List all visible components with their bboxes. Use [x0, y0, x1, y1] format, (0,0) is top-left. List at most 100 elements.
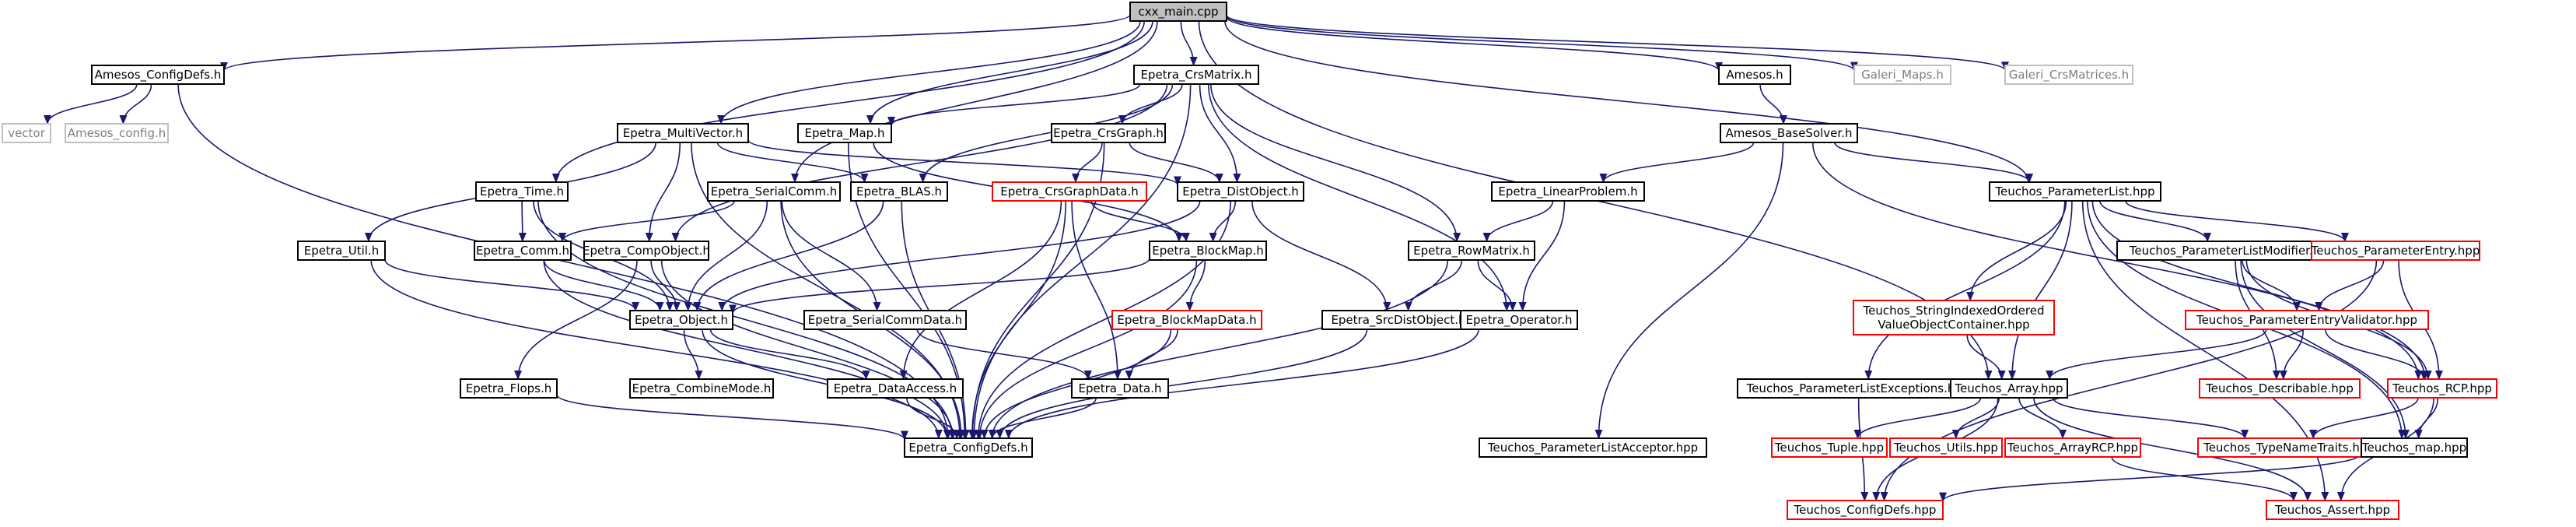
node-epetra_combinemode[interactable]: Epetra_CombineMode.h: [629, 378, 774, 399]
edge-epetra_crsgraph-to-epetra_distobject: [1129, 142, 1223, 183]
node-label: Epetra_CrsGraphData.h: [1000, 184, 1139, 199]
node-teuchos_assert[interactable]: Teuchos_Assert.hpp: [2266, 500, 2399, 520]
node-label: Epetra_Object.h: [635, 313, 728, 328]
node-teuchos_paramlistexceptions[interactable]: Teuchos_ParameterListExceptions.hpp: [1737, 378, 1979, 399]
node-epetra_blockmapdata[interactable]: Epetra_BlockMapData.h: [1111, 310, 1262, 330]
node-box: [65, 123, 169, 143]
node-box: [2004, 437, 2141, 458]
node-teuchos_stringindexed[interactable]: Teuchos_StringIndexedOrderedValueObjectC…: [1853, 300, 2055, 336]
edge-teuchos_parameterlist-to-teuchos_paramlistexceptions: [1864, 200, 2066, 380]
node-epetra_object[interactable]: Epetra_Object.h: [629, 310, 733, 330]
edge-epetra_distobject-to-epetra_srcdistobject: [1251, 200, 1391, 311]
node-epetra_crsmatrix[interactable]: Epetra_CrsMatrix.h: [1133, 65, 1259, 85]
edge-epetra_util-to-epetra_object: [384, 259, 639, 311]
node-epetra_rowmatrix[interactable]: Epetra_RowMatrix.h: [1408, 241, 1535, 261]
edge-epetra_crsmatrix-to-epetra_blas: [919, 83, 1174, 183]
node-cxx_main[interactable]: cxx_main.cpp: [1129, 2, 1227, 22]
node-epetra_data[interactable]: Epetra_Data.h: [1071, 378, 1169, 399]
node-label: Epetra_Operator.h: [1465, 313, 1572, 328]
node-teuchos_configdefs[interactable]: Teuchos_ConfigDefs.hpp: [1787, 500, 1944, 520]
node-amesos_configdefs[interactable]: Amesos_ConfigDefs.h: [91, 65, 225, 85]
edge-epetra_crsmatrix-to-epetra_distobject: [1199, 83, 1241, 183]
node-epetra_multivector[interactable]: Epetra_MultiVector.h: [617, 123, 749, 143]
edge-epetra_crsgraphdata-to-epetra_data: [1071, 200, 1122, 380]
node-galeri_maps: Galeri_Maps.h: [1853, 65, 1951, 85]
edge-cxx_main-to-epetra_time: [551, 20, 1145, 183]
node-teuchos_paramlistacceptor[interactable]: Teuchos_ParameterListAcceptor.hpp: [1479, 437, 1707, 458]
node-label: Epetra_Comm.h: [476, 244, 569, 258]
edge-epetra_comm-to-epetra_configdefs: [543, 259, 951, 439]
node-teuchos_parameterlist[interactable]: Teuchos_ParameterList.hpp: [1989, 181, 2161, 202]
node-box: [2266, 500, 2399, 520]
node-label: Amesos_BaseSolver.h: [1726, 126, 1853, 141]
node-epetra_operator[interactable]: Epetra_Operator.h: [1460, 310, 1578, 330]
node-epetra_crsgraphdata[interactable]: Epetra_CrsGraphData.h: [992, 181, 1147, 202]
node-epetra_blas[interactable]: Epetra_BLAS.h: [850, 181, 948, 202]
node-epetra_blockmap[interactable]: Epetra_BlockMap.h: [1149, 241, 1267, 261]
edge-epetra_compobject-to-epetra_configdefs: [660, 259, 957, 439]
node-amesos_basesolver[interactable]: Amesos_BaseSolver.h: [1720, 123, 1858, 143]
edge-epetra_crsgraphdata-to-epetra_blockmap: [1090, 200, 1190, 242]
node-epetra_serialcomm[interactable]: Epetra_SerialComm.h: [707, 181, 841, 202]
node-box: [1111, 310, 1262, 330]
node-box: [1950, 378, 2068, 399]
edge-teuchos_parameterlist-to-teuchos_paramlistmodifier: [2099, 200, 2212, 242]
node-label: Galeri_Maps.h: [1861, 68, 1944, 83]
edge-epetra_multivector-to-epetra_blas: [716, 142, 869, 183]
node-teuchos_parameterentry[interactable]: Teuchos_ParameterEntry.hpp: [2311, 241, 2480, 261]
node-label: Epetra_Flops.h: [466, 381, 552, 396]
edge-epetra_rowmatrix-to-epetra_configdefs: [988, 259, 1449, 439]
edge-epetra_blockmap-to-epetra_configdefs: [975, 259, 1198, 439]
node-teuchos_paramlistmodifier[interactable]: Teuchos_ParameterListModifier.hpp: [2116, 241, 2348, 261]
node-teuchos_arrayrcp[interactable]: Teuchos_ArrayRCP.hpp: [2004, 437, 2141, 458]
edge-epetra_serialcomm-to-epetra_serialcommdata: [781, 200, 881, 311]
node-epetra_comm[interactable]: Epetra_Comm.h: [474, 241, 572, 261]
node-epetra_util[interactable]: Epetra_Util.h: [297, 241, 386, 261]
node-label: Amesos.h: [1726, 68, 1783, 82]
node-amesos_h[interactable]: Amesos.h: [1718, 65, 1791, 85]
edge-epetra_blockmap-to-epetra_blockmapdata: [1185, 259, 1206, 311]
node-box: [1177, 181, 1304, 202]
node-epetra_distobject[interactable]: Epetra_DistObject.h: [1177, 181, 1304, 202]
node-teuchos_rcp[interactable]: Teuchos_RCP.hpp: [2387, 378, 2497, 399]
edge-epetra_crsgraph-to-epetra_crsgraphdata: [1072, 142, 1103, 183]
node-label: Teuchos_ParameterEntry.hpp: [2311, 244, 2480, 258]
node-epetra_time[interactable]: Epetra_Time.h: [475, 181, 569, 202]
node-epetra_serialcommdata[interactable]: Epetra_SerialCommData.h: [803, 310, 967, 330]
node-epetra_srcdistobject[interactable]: Epetra_SrcDistObject.h: [1321, 310, 1475, 330]
node-teuchos_paramentryvalidator[interactable]: Teuchos_ParameterEntryValidator.hpp: [2185, 310, 2429, 330]
node-epetra_flops[interactable]: Epetra_Flops.h: [460, 378, 558, 399]
edge-amesos_basesolver-to-teuchos_parameterlist: [1834, 142, 2034, 183]
node-epetra_configdefs[interactable]: Epetra_ConfigDefs.h: [904, 437, 1033, 458]
node-teuchos_describable[interactable]: Teuchos_Describable.hpp: [2199, 378, 2361, 399]
node-box: [2197, 437, 2381, 458]
node-teuchos_tuple[interactable]: Teuchos_Tuple.hpp: [1771, 437, 1888, 458]
node-label: Teuchos_Assert.hpp: [2274, 503, 2390, 518]
edge-cxx_main-to-amesos_configdefs: [220, 14, 1131, 72]
edge-amesos_basesolver-to-teuchos_rcp: [1811, 142, 2423, 380]
node-box: [1408, 241, 1535, 261]
edge-epetra_crsgraphdata-to-epetra_dataaccess: [899, 200, 1062, 380]
node-label: Epetra_SrcDistObject.h: [1331, 313, 1465, 328]
edge-epetra_crsmatrix-to-epetra_operator: [1208, 83, 1511, 311]
node-epetra_crsgraph[interactable]: Epetra_CrsGraph.h: [1051, 123, 1166, 143]
edge-teuchos_rcp-to-teuchos_typenametraits: [2309, 397, 2419, 439]
edge-epetra_time-to-epetra_comm: [518, 200, 527, 242]
node-teuchos_map[interactable]: Teuchos_map.hpp: [2361, 437, 2468, 458]
node-vector: vector: [2, 123, 51, 143]
edge-cxx_main-to-galeri_crsmatrices: [1226, 14, 2009, 72]
node-epetra_compobject[interactable]: Epetra_CompObject.h: [583, 241, 710, 261]
edge-epetra_operator-to-epetra_configdefs: [1004, 328, 1479, 439]
node-label: Teuchos_Array.hpp: [1954, 381, 2063, 396]
edge-epetra_object-to-epetra_combinemode: [683, 328, 703, 380]
node-label: Teuchos_ParameterEntryValidator.hpp: [2196, 313, 2417, 328]
edge-teuchos_paramlistmodifier-to-teuchos_map: [2240, 259, 2410, 439]
edge-epetra_blockmap-to-epetra_object: [729, 258, 1150, 314]
node-teuchos_typenametraits[interactable]: Teuchos_TypeNameTraits.hpp: [2197, 437, 2381, 458]
node-teuchos_array[interactable]: Teuchos_Array.hpp: [1950, 378, 2068, 399]
edge-teuchos_paramentryvalidator-to-teuchos_rcp: [2324, 328, 2428, 380]
node-epetra_dataaccess[interactable]: Epetra_DataAccess.h: [827, 378, 964, 399]
node-epetra_map[interactable]: Epetra_Map.h: [797, 123, 892, 143]
node-epetra_linearproblem[interactable]: Epetra_LinearProblem.h: [1491, 181, 1645, 202]
node-teuchos_utils[interactable]: Teuchos_Utils.hpp: [1889, 437, 2003, 458]
